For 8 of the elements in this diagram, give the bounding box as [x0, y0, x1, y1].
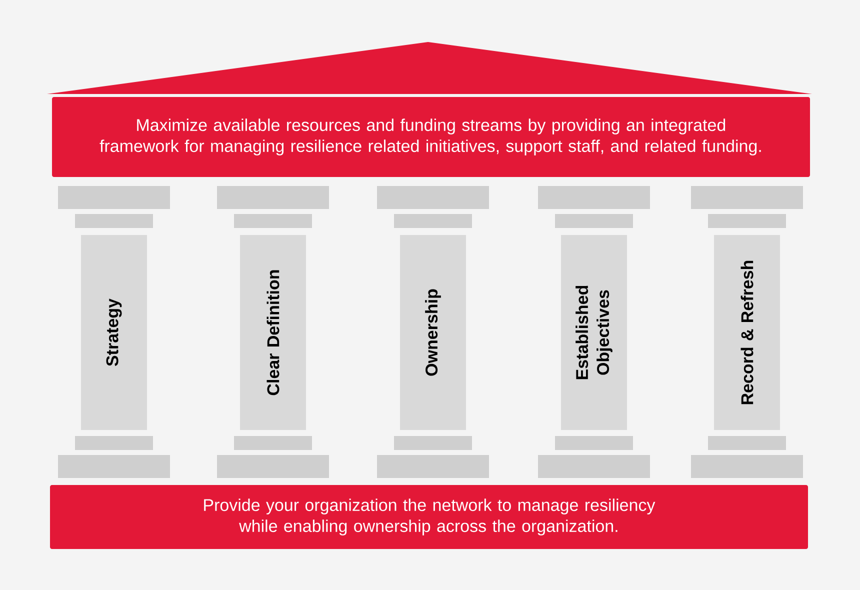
banner-box: Maximize available resources and funding streams by providing an integrated framework for managing resilience related initiatives, support staff, and related funding.: [52, 97, 810, 177]
pillar-shaft: Clear Definition: [240, 235, 306, 430]
roof-triangle: [47, 42, 812, 94]
pillar-shaft: Ownership: [400, 235, 466, 430]
pillar-shaft: Established Objectives: [561, 235, 627, 430]
pillar-shaft: Record & Refresh: [714, 235, 780, 430]
pillar-shaft: Strategy: [81, 235, 147, 430]
banner-box: Provide your organization the network to manage resiliency while enabling ownership across the organization.: [50, 485, 808, 549]
